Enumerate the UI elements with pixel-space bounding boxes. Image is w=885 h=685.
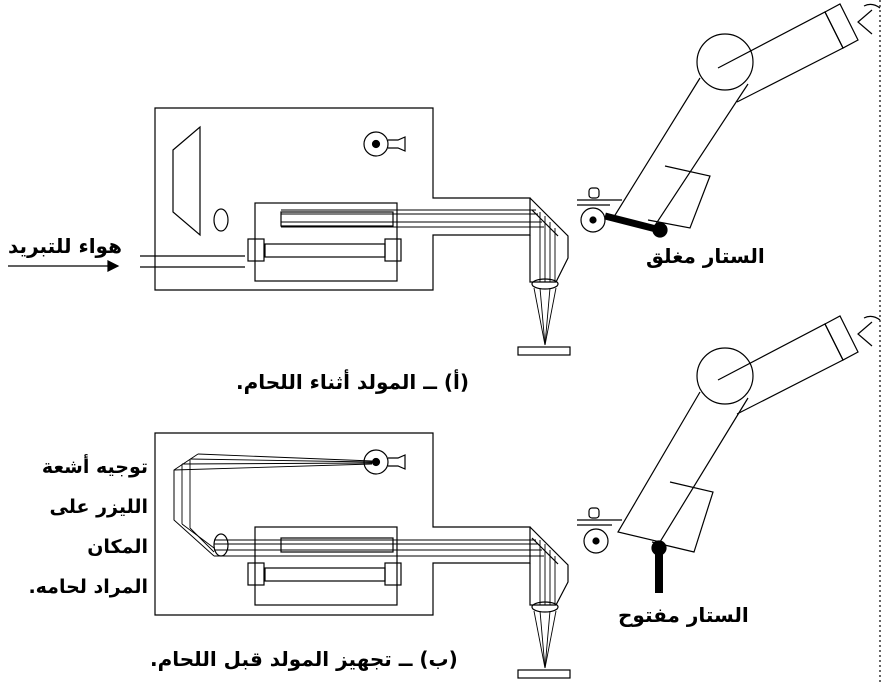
panel-b-diagram <box>154 315 881 679</box>
beam-note: توجيه أشعة الليزر على المكان المراد لحام… <box>8 447 148 607</box>
generator-housing-a <box>154 107 531 291</box>
eye-brow-b <box>863 315 881 321</box>
focus-lens-b <box>531 601 559 613</box>
laser-beam-a <box>281 209 556 282</box>
end-cap-right-a <box>384 238 402 262</box>
eyepiece-b <box>824 315 859 361</box>
laser-tube-b <box>254 526 398 606</box>
viewing-optics-b <box>617 315 881 553</box>
lamp-icon-a <box>363 131 406 157</box>
arm-lower-b <box>617 391 749 543</box>
small-oval-a <box>213 208 229 232</box>
laser-tube-a <box>254 202 398 282</box>
arm-upper-a <box>717 11 844 103</box>
small-oval-b <box>213 533 229 557</box>
air-arrow-a <box>8 260 120 272</box>
eye-icon-b <box>857 321 873 347</box>
focused-beam-b <box>533 610 557 669</box>
arm-joint-a <box>696 33 754 91</box>
beam-note-line-2: الليزر على <box>49 496 149 518</box>
end-cap-right-b <box>384 562 402 586</box>
panel-a-diagram <box>8 3 881 356</box>
air-cooling-label: هواء للتبريد <box>8 234 122 258</box>
arm-side-block-a <box>647 165 711 229</box>
arm-lower-a <box>611 77 749 231</box>
focus-lens-a <box>531 278 559 290</box>
focused-beam-a <box>533 287 557 346</box>
workpiece-a <box>517 346 571 356</box>
flashlamp-bar-b <box>264 567 386 582</box>
beam-note-line-3: المكان <box>87 536 148 558</box>
flashlamp-bar-a <box>264 243 386 258</box>
beam-note-line-1: توجيه أشعة <box>41 456 148 478</box>
end-cap-left-a <box>247 238 265 262</box>
shutter-closed-label: الستار مغلق <box>646 244 765 268</box>
eyepiece-a <box>824 3 859 49</box>
end-cap-left-b <box>247 562 265 586</box>
rear-mirror-a <box>172 125 201 237</box>
workpiece-b <box>517 669 571 679</box>
head-diagonal-b <box>531 537 559 565</box>
head-diagonal-a <box>531 209 559 237</box>
eye-brow-a <box>863 3 881 9</box>
viewing-optics-a <box>611 3 881 231</box>
focus-head-a <box>529 197 569 283</box>
beam-note-line-4: المراد لحامه. <box>28 576 148 598</box>
alignment-beam-b <box>173 453 556 605</box>
arm-side-block-b <box>651 481 714 553</box>
shutter-closed-a <box>577 187 668 238</box>
focus-head-b <box>529 526 569 606</box>
arm-upper-b <box>717 323 844 415</box>
caption-b: (ب) ــ تجهيز المولد قبل اللحام. <box>150 647 458 671</box>
shutter-open-label: الستار مفتوح <box>618 603 749 627</box>
laser-rod-a <box>280 211 394 227</box>
generator-housing-b <box>154 432 531 616</box>
laser-rod-b <box>280 537 394 553</box>
eye-icon <box>857 9 873 35</box>
arm-joint-b <box>696 347 754 405</box>
caption-a: (أ) ــ المولد أثناء اللحام. <box>236 370 470 394</box>
shutter-open-b <box>577 507 667 593</box>
